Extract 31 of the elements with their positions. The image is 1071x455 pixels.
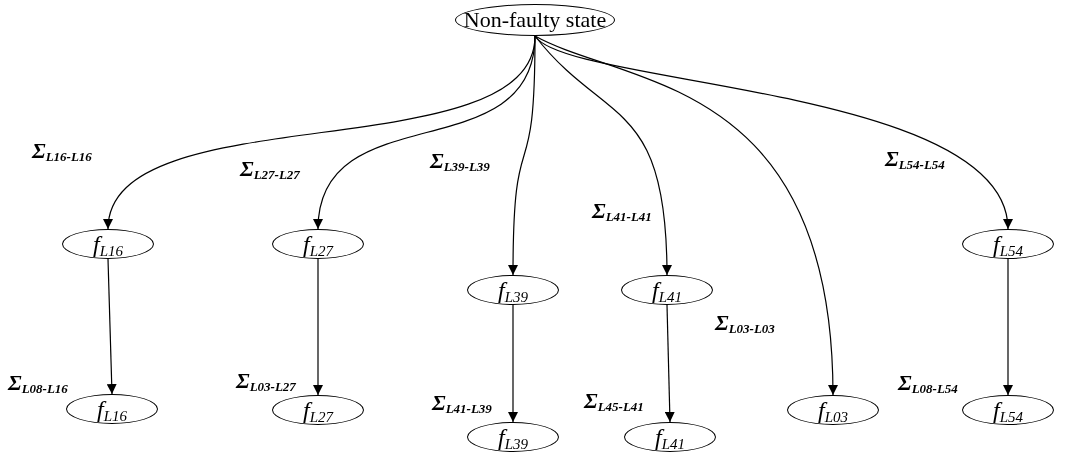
arrow (313, 258, 323, 396)
edge-label: Σ$_{L41-L41}$ (592, 200, 652, 222)
arrow (508, 35, 536, 276)
edge-label: Σ$_{L08-L16}$ (8, 372, 68, 394)
state-ellipse: f$_{L41}$ (621, 275, 713, 305)
state-ellipse: f$_{L41}$ (624, 422, 716, 452)
state-ellipse: f$_{L27}$ (272, 395, 364, 425)
state-ellipse: f$_{L27}$ (272, 229, 364, 259)
state-ellipse: f$_{L39}$ (467, 275, 559, 305)
edge-label: Σ$_{L27-L27}$ (240, 158, 300, 180)
state-ellipse: f$_{L03}$ (787, 395, 879, 425)
edge-label: Σ$_{L45-L41}$ (584, 390, 644, 412)
state-ellipse: f$_{L54}$ (962, 229, 1054, 259)
arrow (508, 304, 518, 423)
edge-label: Σ$_{L08-L54}$ (898, 372, 958, 394)
state-ellipse: f$_{L54}$ (962, 395, 1054, 425)
edge-label: Σ$_{L54-L54}$ (885, 148, 945, 170)
arrow (664, 304, 675, 423)
edge-label: Σ$_{L16-L16}$ (32, 140, 92, 162)
arrow (1003, 258, 1013, 396)
arrow (106, 258, 117, 395)
state-ellipse: Non-faulty state (455, 4, 615, 36)
edge-label: Σ$_{L41-L39}$ (432, 392, 492, 414)
edge-label: Σ$_{L03-L03}$ (715, 312, 775, 334)
state-ellipse: f$_{L16}$ (62, 229, 154, 259)
edge-label: Σ$_{L39-L39}$ (430, 150, 490, 172)
state-ellipse: f$_{L39}$ (467, 422, 559, 452)
state-ellipse: f$_{L16}$ (66, 394, 158, 424)
arrow (534, 35, 1011, 230)
arrow (534, 35, 838, 396)
edge-label: Σ$_{L03-L27}$ (236, 370, 296, 392)
